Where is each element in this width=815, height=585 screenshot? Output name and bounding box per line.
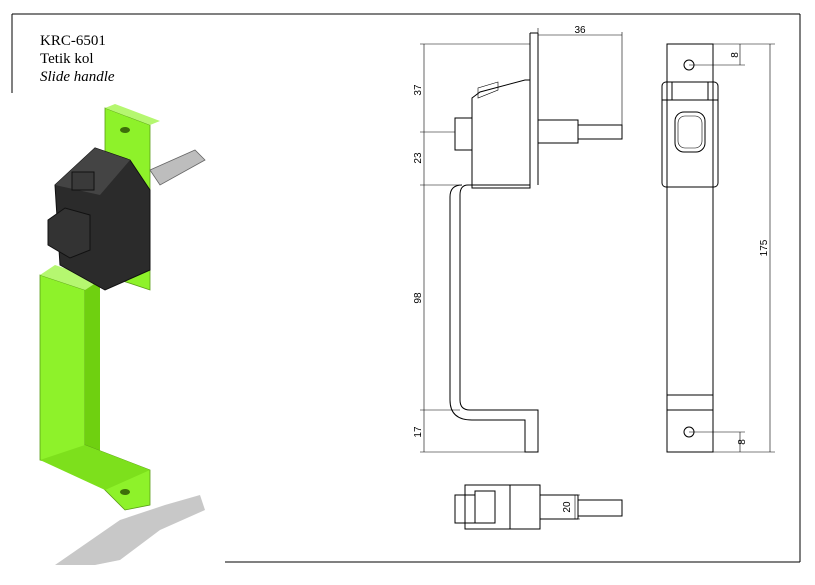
dim-side-top: 37 xyxy=(413,84,424,96)
dim-bottom-width: 20 xyxy=(562,501,573,513)
dim-side-width: 36 xyxy=(574,25,586,36)
isometric-render xyxy=(39,104,206,565)
shadow xyxy=(55,495,205,565)
drawing-frame xyxy=(11,13,801,563)
title-block: KRC-6501 Tetik kol Slide handle xyxy=(40,32,115,86)
dim-side-handle: 98 xyxy=(413,292,424,304)
part-name-en: Slide handle xyxy=(40,69,115,85)
button xyxy=(71,171,95,191)
dim-side-bottom: 17 xyxy=(413,426,424,438)
dim-side-knob: 23 xyxy=(413,152,424,164)
shaft xyxy=(149,149,206,186)
front-view: 8 175 8 xyxy=(661,43,775,453)
bottom-view: 20 xyxy=(454,484,623,530)
dim-front-hole-bottom: 8 xyxy=(737,439,748,445)
dim-front-total: 175 xyxy=(759,239,770,256)
knob xyxy=(47,207,91,259)
side-view: 36 37 23 98 17 xyxy=(413,25,623,453)
handle-grip xyxy=(39,274,86,471)
dim-front-hole-top: 8 xyxy=(730,52,741,58)
part-code: KRC-6501 xyxy=(40,33,106,49)
part-name-tr: Tetik kol xyxy=(40,51,94,67)
